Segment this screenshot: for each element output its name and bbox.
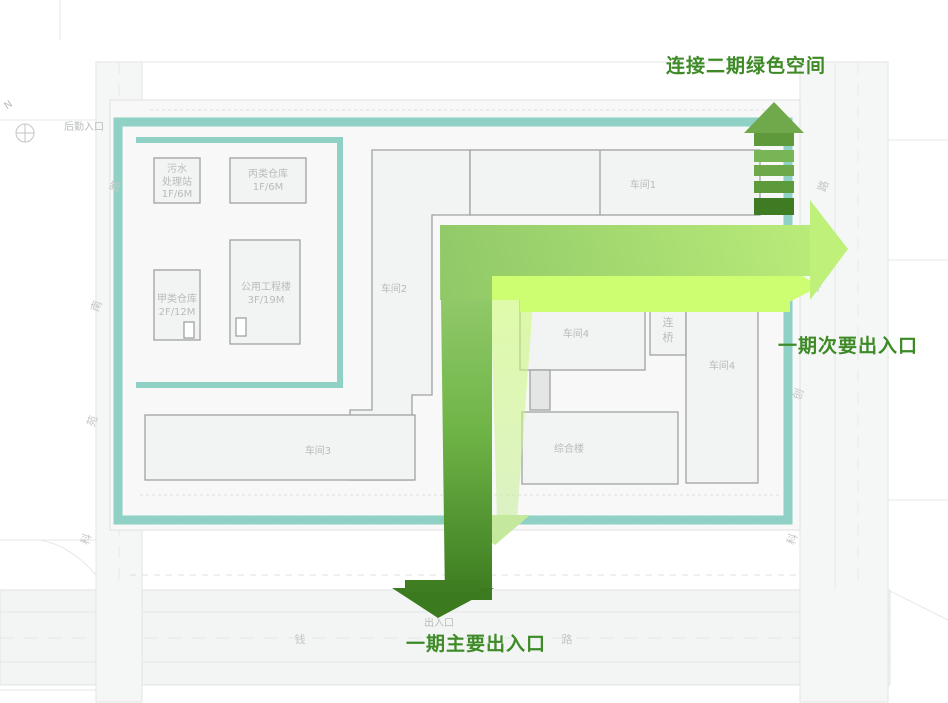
label-bridge-1: 连 [663,316,674,329]
label-workshop3: 车间3 [305,444,331,457]
label-rear-entrance: 后勤入口 [64,120,104,133]
label-storage-c-1: 丙类仓库 [248,167,288,180]
bldg-workshop4-right [685,304,759,484]
label-exit: 出入口 [424,616,454,629]
site-labels: 后勤入口 出入口 N [2,99,454,629]
buildings [144,149,761,485]
label-workshop4-right: 车间4 [709,359,735,372]
building-labels: 污水 处理站 1F/6M 丙类仓库 1F/6M 甲类仓库 2F/12M 公用工程… [157,163,735,457]
callouts: 连接二期绿色空间 一期次要出入口 一期主要出入口 [406,54,918,655]
label-storage-c-2: 1F/6M [253,182,283,193]
label-workshop1: 车间1 [630,178,656,191]
label-complex: 综合楼 [554,442,584,455]
callout-secondary-entrance: 一期次要出入口 [778,334,918,357]
label-bridge-2: 桥 [663,331,674,344]
bldg-workshop1 [469,149,761,216]
label-storage-a-1: 甲类仓库 [157,292,197,305]
callout-connect-phase2: 连接二期绿色空间 [666,54,826,77]
label-sewage-2: 处理站 [162,175,192,188]
label-sewage-1: 污水 [167,163,187,175]
road-right-4: 科 [784,531,801,546]
label-storage-a-2: 2F/12M [159,307,196,318]
bldg-sewage [153,157,201,204]
road-bottom-2: 路 [562,633,573,646]
compass-icon [15,123,35,143]
road-left-4: 科 [78,531,95,546]
road-right-1: 路 [815,179,831,194]
road-names: 路 南 苑 科 路 路 创 科 钱 路 [78,179,832,646]
road-right-3: 创 [790,387,806,402]
arrow-up-phase2 [744,102,804,215]
bldg-bridge [649,304,687,356]
road-left-2: 南 [88,299,104,314]
road-left-3: 苑 [84,414,100,429]
road-left-1: 路 [107,179,123,194]
label-sewage-3: 1F/6M [162,189,192,200]
label-workshop2: 车间2 [381,282,407,295]
bldg-workshop3 [144,414,416,481]
arrow-main-entrance [392,200,848,618]
site-boundary [113,117,793,525]
callout-main-entrance: 一期主要出入口 [406,632,546,655]
road-bottom-1: 钱 [295,632,306,646]
label-workshop4-left: 车间4 [563,327,589,340]
bldg-storage-c [229,157,307,204]
bldg-complex [521,411,679,485]
label-utility-2: 3F/19M [248,295,285,306]
label-utility-1: 公用工程楼 [241,280,291,293]
